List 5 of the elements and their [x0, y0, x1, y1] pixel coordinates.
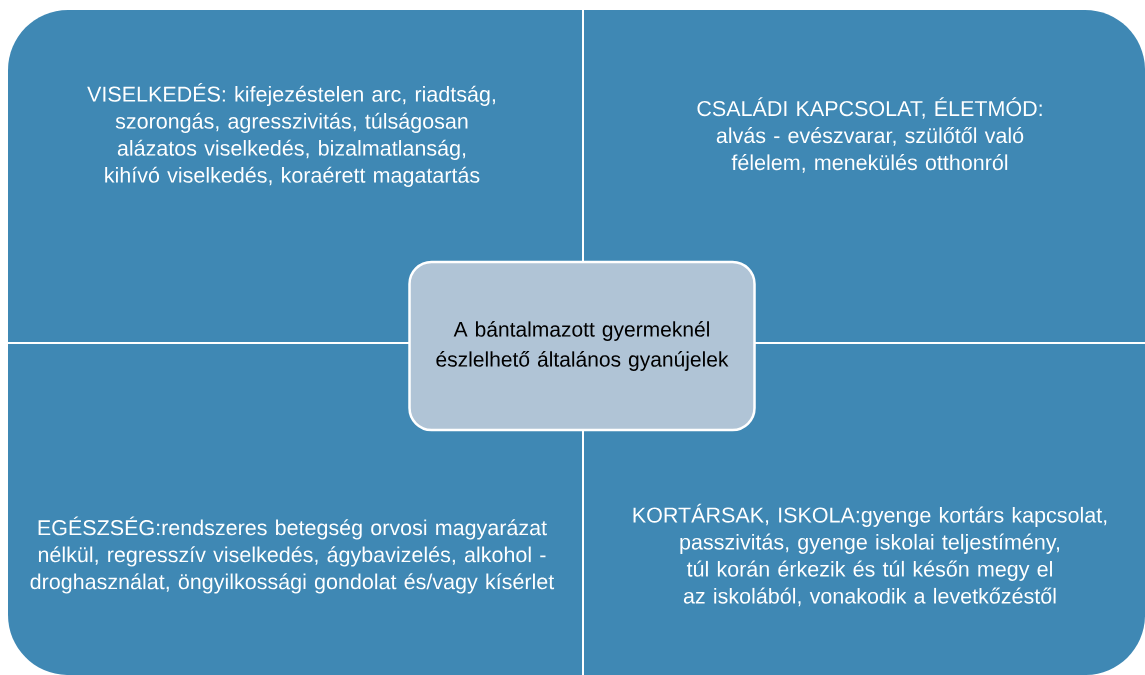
node-label: EGÉSZSÉG:rendszeres betegség orvosi magyarázat nélkül, regresszív viselkedés, ágybavizelés, alkohol - droghasználat, öngyilkossági gondolat és/vagy kísérlet	[30, 516, 555, 594]
center-box: A bántalmazott gyermeknél észlelhető általános gyanújelek	[408, 260, 756, 432]
node-label: CSALÁDI KAPCSOLAT, ÉLETMÓD: alvás - evészvarar, szülőtől való félelem, menekülés otthonról	[697, 97, 1042, 173]
node-label: KORTÁRSAK, ISKOLA:gyenge kortárs kapcsolat, passzivitás, gyenge iskolai teljestímény, túl korán érkezik és túl későn megy el az iskolából, vonakodik a levetkőzéstől	[633, 503, 1107, 607]
node-label: VISELKEDÉS: kifejezéstelen arc, riadtság, szorongás, agresszivitás, túlságosan alázatos viselkedés, bizalmatlanság, kihívó viselkedés, koraérett magatartás	[87, 82, 495, 188]
